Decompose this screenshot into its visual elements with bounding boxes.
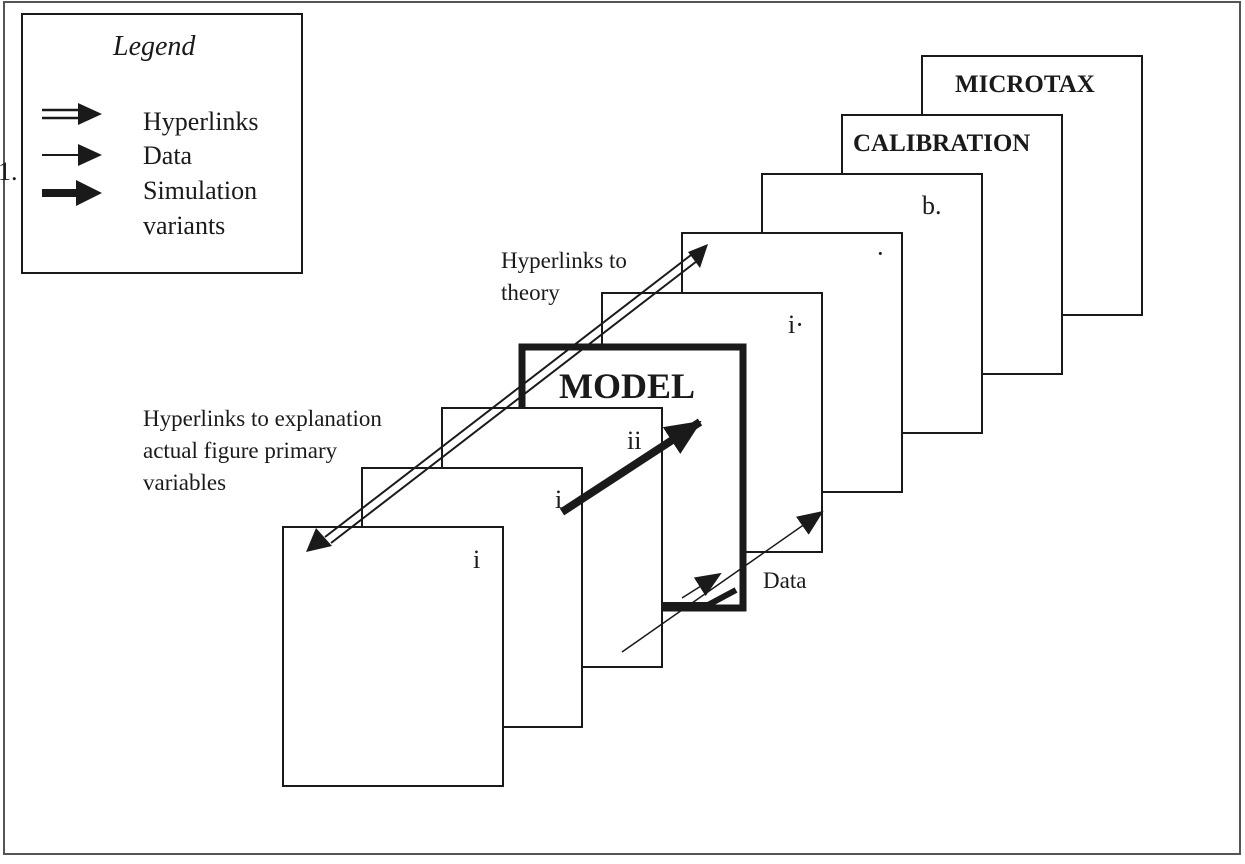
layer-ii-label: ii bbox=[627, 426, 641, 455]
legend-item-variants: variants bbox=[143, 211, 225, 240]
legend-item-data: Data bbox=[143, 141, 193, 170]
data-annotation: Data bbox=[763, 568, 806, 593]
model-label: MODEL bbox=[559, 366, 695, 406]
simulation-thick-arrow-icon bbox=[42, 180, 102, 206]
margin-mark: 1. bbox=[0, 157, 18, 186]
data-arrow-short bbox=[681, 572, 722, 599]
data-arrow-long bbox=[621, 510, 824, 653]
legend-title: Legend bbox=[112, 31, 196, 62]
layer-i-top-label: i· bbox=[788, 310, 804, 339]
layer-microtax-label: MICROTAX bbox=[955, 71, 1095, 98]
theory-annotation-line1: Hyperlinks to bbox=[501, 248, 627, 273]
outer-frame bbox=[3, 1, 1241, 855]
explanation-annotation-line1: Hyperlinks to explanation bbox=[143, 406, 382, 431]
simulation-arrow bbox=[559, 418, 703, 516]
legend-item-simulation: Simulation bbox=[143, 176, 257, 205]
data-thin-arrow-icon bbox=[42, 144, 102, 166]
model-output-connector bbox=[662, 587, 738, 608]
hyperlink-theory-arrow bbox=[306, 244, 708, 552]
layer-i-mid-label: i bbox=[555, 485, 562, 514]
layer-calibration-label: CALIBRATION bbox=[853, 130, 1030, 157]
hyperlink-double-arrow-icon bbox=[42, 103, 102, 125]
explanation-annotation-line3: variables bbox=[143, 470, 226, 495]
legend-box: Legend Hyperlinks Data Simulation varian… bbox=[21, 13, 303, 274]
layer-4-mark: · bbox=[876, 239, 885, 268]
layer-i-front-label: i bbox=[473, 545, 480, 574]
explanation-annotation-line2: actual figure primary bbox=[143, 438, 338, 463]
layer-i-front: i bbox=[282, 526, 504, 787]
theory-annotation-line2: theory bbox=[501, 280, 560, 305]
legend-item-hyperlinks: Hyperlinks bbox=[143, 107, 259, 136]
layer-b-label: b. bbox=[922, 191, 942, 220]
